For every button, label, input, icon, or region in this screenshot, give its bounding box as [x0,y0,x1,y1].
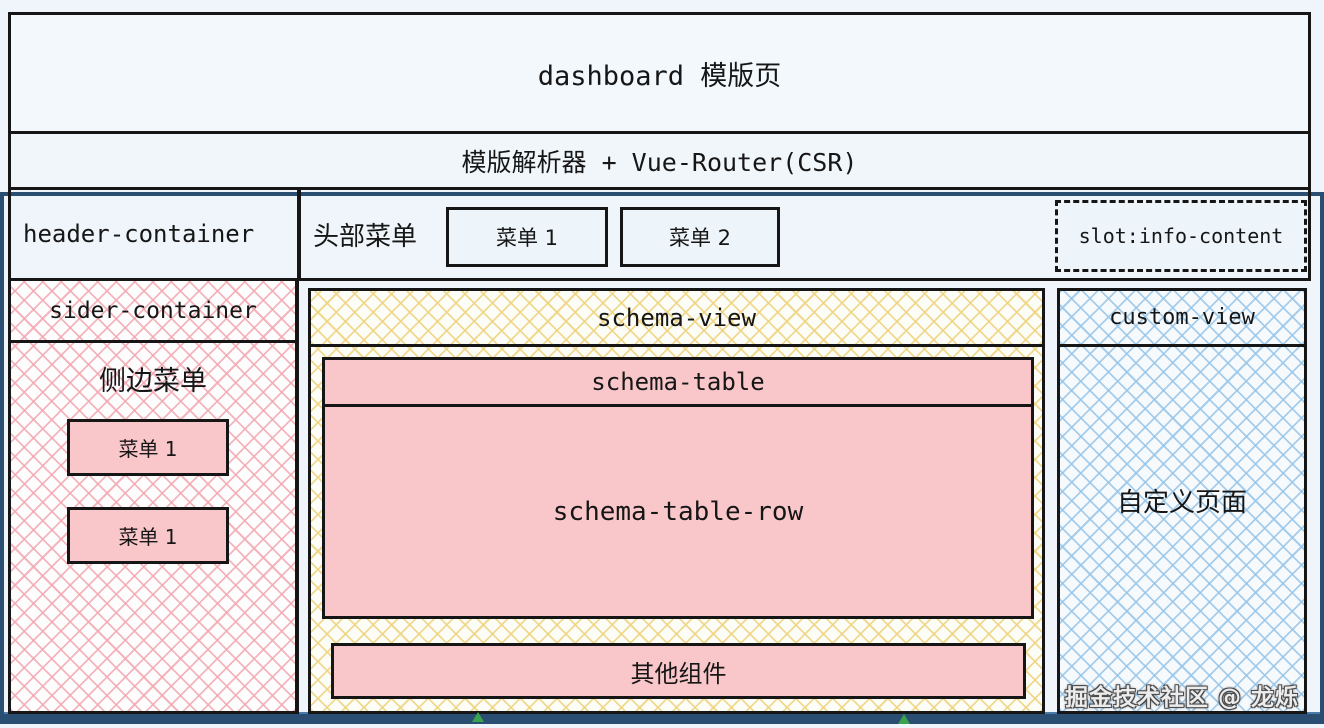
selection-handle-icon [898,714,910,724]
slot-info-content: slot:info-content [1055,200,1307,272]
other-components-box: 其他组件 [331,643,1026,699]
header-row: header-container 头部菜单 菜单 1 菜单 2 slot:inf… [8,187,1311,281]
sider-container-label: sider-container [11,281,295,343]
selection-handle-icon [472,712,484,722]
sider-menu-item-2[interactable]: 菜单 1 [67,507,229,564]
header-menu-item-2[interactable]: 菜单 2 [620,207,780,267]
custom-view-title: custom-view [1060,291,1304,347]
header-menu-label: 头部菜单 [313,221,418,252]
schema-table-row: schema-table-row [552,496,804,527]
page-title: dashboard 模版页 [8,12,1311,134]
sider-menu-item-1[interactable]: 菜单 1 [67,419,229,476]
custom-view: custom-view 自定义页面 [1057,288,1307,714]
app-frame-outline [0,192,1324,724]
schema-view: schema-view schema-table schema-table-ro… [308,288,1045,714]
header-menu-item-1[interactable]: 菜单 1 [446,207,608,267]
watermark: 掘金技术社区 @ 龙烁 [1064,685,1299,711]
schema-table-title: schema-table [325,360,1031,407]
header-container-label: header-container [11,190,301,278]
sider-container: sider-container 侧边菜单 菜单 1 菜单 1 [8,278,299,714]
sider-menu-title: 侧边菜单 [99,366,207,397]
template-parser-bar: 模版解析器 + Vue-Router(CSR) [8,131,1311,190]
schema-view-title: schema-view [311,291,1042,347]
schema-table: schema-table schema-table-row [322,357,1034,619]
custom-page-label: 自定义页面 [1116,488,1247,518]
